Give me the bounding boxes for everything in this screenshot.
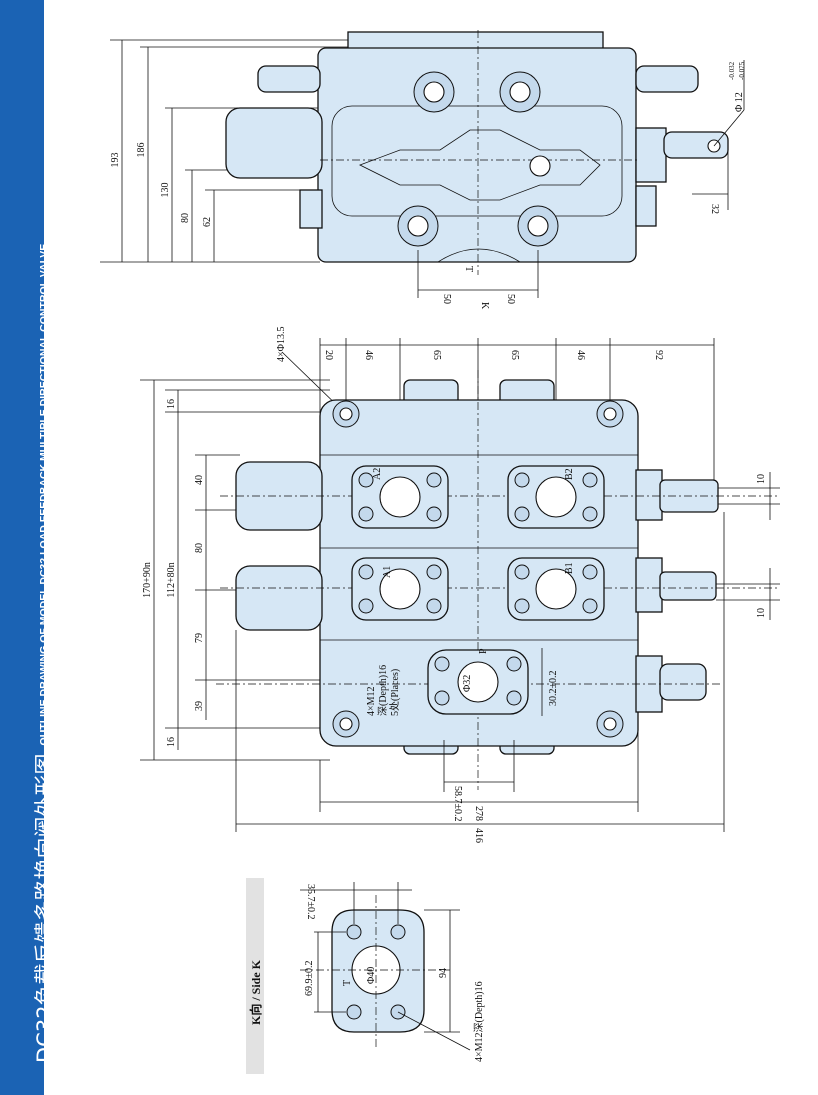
dim-62: 62 <box>202 217 213 227</box>
p-spacing: 30.2±0.2 <box>548 671 559 707</box>
p-port-dia: Φ32 <box>462 675 473 692</box>
mount-hole <box>596 400 624 428</box>
p-port-flange: P Φ32 <box>427 648 529 715</box>
main-view: 20 46 65 65 46 92 4×Φ13.5 170+90n 112+80… <box>140 327 780 843</box>
title-band: DC32负载反馈多路换向阀外形图 OUTLINE DRAWING OF MODE… <box>0 0 57 1095</box>
stroke-lower: 10 <box>756 608 767 618</box>
port-p: P <box>478 648 489 654</box>
shaft-offset: 32 <box>709 204 720 214</box>
dim-top-20: 20 <box>323 350 334 360</box>
top-bolt <box>499 71 541 113</box>
dim-186: 186 <box>136 143 147 158</box>
dim-width-416: 416 <box>473 828 484 843</box>
top-bolt <box>413 71 455 113</box>
port-b2: B2 <box>564 468 575 480</box>
dim-left-40: 40 <box>194 475 205 485</box>
dim-top-65a: 65 <box>431 350 442 360</box>
dim-left-16b: 16 <box>166 737 177 747</box>
flange-b2: B2 <box>507 465 605 529</box>
top-bolt <box>397 205 439 247</box>
port-a2: A2 <box>372 468 383 480</box>
dim-left-80: 80 <box>194 543 205 553</box>
dim-top-65b: 65 <box>509 350 520 360</box>
mount-hole <box>332 710 360 738</box>
side-k-port-dia: Φ40 <box>366 967 377 984</box>
mount-hole <box>596 710 624 738</box>
shaft-diameter: Φ 12 <box>734 92 745 112</box>
top-view: 193 186 130 80 62 Φ 12 -0.032 -0.075 <box>100 30 746 310</box>
dim-top-46b: 46 <box>575 350 586 360</box>
dim-50-right: 50 <box>505 294 516 304</box>
shaft-tol-upper: -0.032 <box>728 61 736 80</box>
top-bolt <box>517 205 559 247</box>
flange-a2: A2 <box>351 465 449 529</box>
port-b1: B1 <box>564 562 575 574</box>
dim-193: 193 <box>110 153 121 168</box>
dim-left-16a: 16 <box>166 399 177 409</box>
stroke-upper: 10 <box>756 474 767 484</box>
side-k-dim-top: 35.7±0.2 <box>305 884 316 920</box>
dim-top-92: 92 <box>653 350 664 360</box>
top-port-t: T <box>463 266 474 272</box>
port-a1: A1 <box>382 566 393 578</box>
p-depth-note: 深(Depth)16 <box>377 665 389 716</box>
mount-hole <box>332 400 360 428</box>
dim-left-39: 39 <box>194 701 205 711</box>
side-k-dim-right: 94 <box>438 968 449 978</box>
dim-top-46a: 46 <box>363 350 374 360</box>
dim-130: 130 <box>160 183 171 198</box>
side-k-thread-note: 4×M12深(Depth)16 <box>473 981 485 1062</box>
p-places-note: 5处(Places) <box>389 669 401 716</box>
dim-width-278: 278 <box>473 806 484 821</box>
side-k-label: K向 / Side K <box>248 959 263 1025</box>
p-thread-note: 4×M12 <box>366 686 377 716</box>
dim-80: 80 <box>180 213 191 223</box>
dim-50-left: 50 <box>441 294 452 304</box>
dim-left-79: 79 <box>194 633 205 643</box>
flange-b1: B1 <box>507 557 605 621</box>
dim-center: 58.7±0.2 <box>452 786 463 822</box>
side-k-view: K向 / Side K T Φ40 35.7±0.2 69.9±0.2 94 4… <box>246 878 485 1074</box>
side-k-dim-left: 69.9±0.2 <box>304 961 315 997</box>
flange-a1: A1 <box>351 557 449 621</box>
side-k-port-t: T <box>342 980 353 986</box>
shaft-tol-lower: -0.075 <box>738 61 746 80</box>
view-letter-k: K <box>479 302 490 310</box>
dim-total-2: 112+80n <box>166 562 177 597</box>
mount-hole-note: 4×Φ13.5 <box>276 327 287 362</box>
dim-total-1: 170+90n <box>142 562 153 598</box>
